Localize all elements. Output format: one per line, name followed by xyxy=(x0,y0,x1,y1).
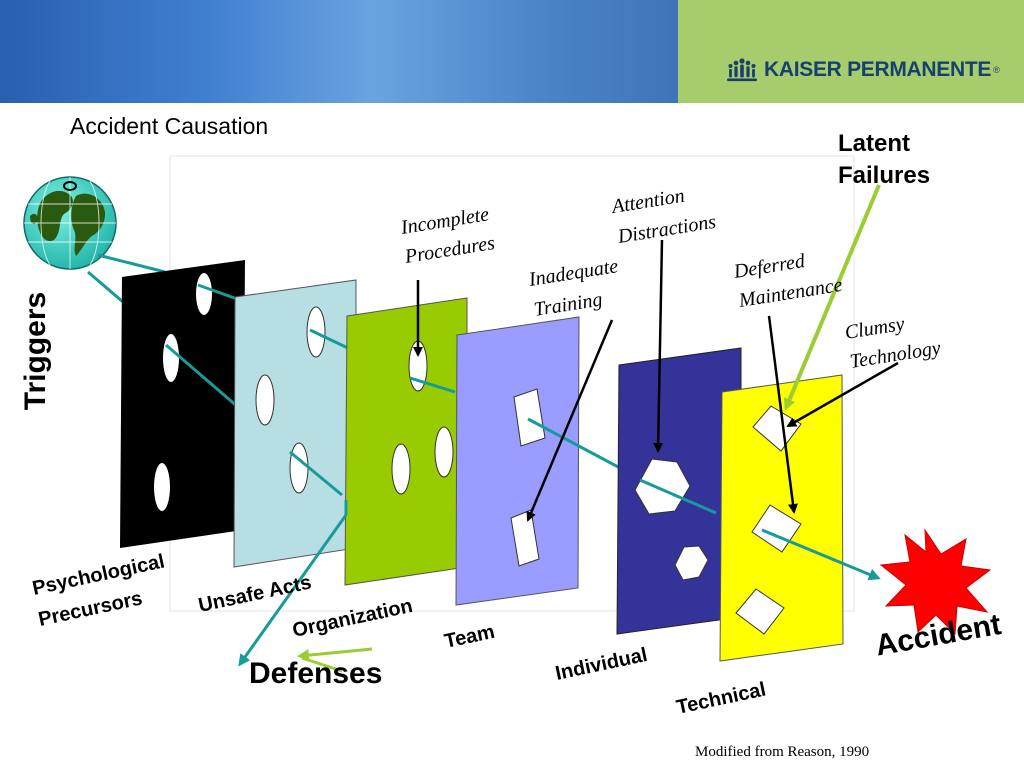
label-individual: Individual xyxy=(553,644,649,685)
label-technology: Technology xyxy=(848,337,942,373)
trajectory-line-2 xyxy=(165,343,239,409)
header-green-band xyxy=(678,0,1024,103)
globe-icon xyxy=(23,176,117,270)
slide-title: Accident Causation xyxy=(70,113,269,139)
defenses-green-arrow-b xyxy=(301,656,343,673)
arrow-deferred-maintenance xyxy=(767,315,798,514)
latent-failures-arrow xyxy=(783,184,881,411)
label-latent-failures: Latent Failures xyxy=(838,130,931,189)
label-clumsy: Clumsy xyxy=(843,313,906,344)
kaiser-logo-text: KAISER PERMANENTE xyxy=(764,58,992,81)
trajectory-line-globe-a xyxy=(97,253,166,274)
trajectory-line-4 xyxy=(289,450,343,497)
trajectory-line-3 xyxy=(309,328,351,351)
label-inadequate: Inadequate xyxy=(526,255,619,291)
label-defenses: Defenses xyxy=(249,657,383,690)
label-deferred: Deferred xyxy=(731,250,807,283)
layer-technical xyxy=(719,374,844,662)
layer-psychological-precursors xyxy=(120,260,245,548)
label-unsafe-acts: Unsafe Acts xyxy=(196,571,313,616)
accident-star-icon xyxy=(879,528,992,636)
arrow-attention-distractions xyxy=(653,239,664,453)
label-triggers: Triggers xyxy=(19,291,52,411)
header-blue-band xyxy=(0,0,678,103)
defenses-arrow xyxy=(238,514,348,667)
label-organization: Organization xyxy=(290,595,414,642)
label-technical: Technical xyxy=(674,678,767,718)
trajectory-line-1 xyxy=(197,283,241,302)
kaiser-people-icon xyxy=(727,58,757,82)
kaiser-logo-registered: ® xyxy=(993,65,1000,75)
label-attention: Attention xyxy=(608,185,686,219)
trajectory-line-6 xyxy=(527,417,623,471)
arrow-clumsy-technology xyxy=(786,361,899,428)
trajectory-line-5 xyxy=(409,376,456,394)
label-team: Team xyxy=(442,621,496,653)
trajectory-line-7 xyxy=(639,478,717,515)
arrow-inadequate-training xyxy=(526,319,614,522)
layer-organization xyxy=(344,297,468,586)
label-training: Training xyxy=(532,288,604,321)
kaiser-logo: KAISER PERMANENTE ® xyxy=(726,56,1000,84)
layer-team xyxy=(455,316,580,606)
defenses-green-arrow-a xyxy=(297,647,373,662)
layer-individual xyxy=(616,347,742,635)
header-banner: KAISER PERMANENTE ® xyxy=(0,0,1024,103)
label-procedures: Procedures xyxy=(402,232,496,268)
label-psychological: Psychological xyxy=(30,550,166,599)
layer-unsafe-acts xyxy=(233,279,357,568)
label-distractions: Distractions xyxy=(615,211,717,248)
trajectory-line-8 xyxy=(761,528,881,581)
source-credit: Modified from Reason, 1990 xyxy=(695,744,870,760)
